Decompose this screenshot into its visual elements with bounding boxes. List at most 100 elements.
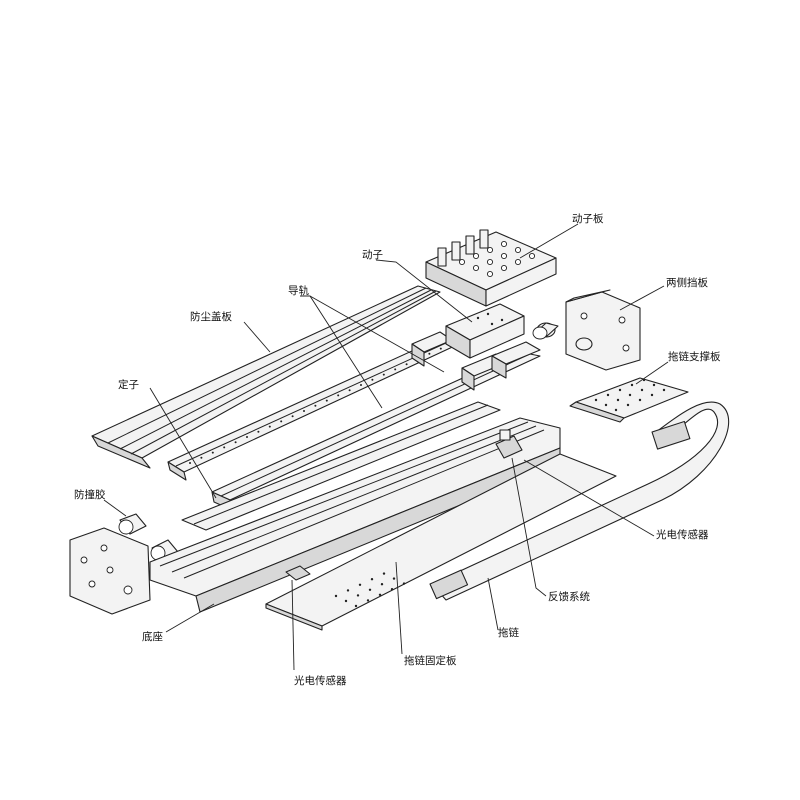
leader-chain-fixing bbox=[395, 561, 403, 655]
support-dot bbox=[626, 403, 630, 407]
stator-dot bbox=[325, 399, 328, 402]
fixing-dot bbox=[344, 599, 348, 603]
label-side-baffles: 两侧挡板 bbox=[666, 276, 708, 289]
stator-dot bbox=[303, 410, 305, 412]
label-photo-sensor-bottom: 光电传感器 bbox=[294, 674, 347, 687]
stator-dot bbox=[348, 389, 351, 392]
fixing-dot bbox=[402, 582, 406, 585]
support-dot bbox=[616, 398, 620, 402]
support-dot bbox=[630, 383, 634, 387]
leader-photo-sensor-bottom bbox=[291, 579, 295, 671]
plate-hole bbox=[458, 258, 466, 266]
support-dot bbox=[604, 403, 608, 407]
fixing-dot bbox=[358, 583, 362, 586]
support-dot bbox=[652, 383, 656, 387]
plate-hole bbox=[500, 252, 508, 260]
leader-mover bbox=[375, 259, 473, 323]
guide-rail-upper-part bbox=[211, 331, 541, 511]
side-baffle-left-part bbox=[69, 527, 151, 615]
label-chain-support-plate: 拖链支撑板 bbox=[668, 350, 721, 363]
stator-dot bbox=[223, 446, 226, 449]
stator-dot bbox=[280, 420, 283, 423]
label-guide-rail: 导轨 bbox=[288, 284, 309, 297]
plate-hole bbox=[486, 258, 494, 266]
leader-side-baffles bbox=[619, 285, 665, 311]
support-dot bbox=[618, 388, 622, 392]
leader-guide-rail-b bbox=[309, 295, 445, 373]
support-dot bbox=[640, 388, 644, 392]
stator-dot bbox=[291, 415, 294, 418]
stator-dot bbox=[394, 368, 397, 371]
label-feedback-system: 反馈系统 bbox=[548, 590, 590, 603]
support-dot bbox=[628, 393, 632, 397]
leader-bumper bbox=[103, 499, 127, 517]
leader-photo-sensor-right bbox=[523, 459, 655, 537]
plate-hole bbox=[514, 246, 522, 254]
plate-hole bbox=[486, 270, 494, 278]
label-mover-plate: 动子板 bbox=[572, 212, 604, 225]
stator-dot bbox=[360, 384, 362, 386]
fixing-dot bbox=[356, 594, 360, 597]
support-dot bbox=[638, 398, 642, 402]
stator-dot bbox=[428, 352, 431, 355]
label-dust-cover: 防尘盖板 bbox=[190, 310, 232, 323]
leader-dust-cover bbox=[243, 321, 271, 353]
leader-lines bbox=[103, 223, 669, 671]
stator-dot bbox=[189, 462, 191, 464]
stator-dot bbox=[257, 430, 260, 433]
fixing-dot bbox=[392, 577, 396, 580]
fixing-dot bbox=[378, 593, 382, 596]
fixing-dot bbox=[380, 583, 384, 586]
stator-dot bbox=[246, 436, 248, 438]
plate-hole bbox=[472, 252, 480, 260]
label-base: 底座 bbox=[142, 630, 163, 643]
label-drag-chain: 拖链 bbox=[498, 626, 519, 639]
mover-plate-part bbox=[425, 229, 557, 307]
label-mover: 动子 bbox=[362, 249, 383, 261]
stator-dot bbox=[211, 451, 214, 454]
support-dot bbox=[594, 398, 598, 402]
stator-dot bbox=[200, 456, 203, 459]
plate-hole bbox=[528, 252, 536, 260]
chain-fixing-plate-part bbox=[265, 453, 617, 631]
fixing-dot bbox=[370, 578, 374, 581]
label-stator: 定子 bbox=[118, 378, 139, 391]
fixing-dot bbox=[368, 588, 372, 591]
support-dot bbox=[606, 393, 610, 397]
plate-hole bbox=[514, 258, 522, 266]
plate-hole bbox=[486, 246, 494, 254]
support-dot bbox=[650, 393, 654, 397]
leader-base bbox=[165, 603, 215, 633]
stator-dot bbox=[405, 363, 408, 366]
base-part bbox=[149, 401, 561, 613]
plate-hole bbox=[500, 240, 508, 248]
leader-drag-chain bbox=[487, 577, 499, 631]
label-chain-fixing-plate: 拖链固定板 bbox=[404, 654, 457, 667]
plate-hole bbox=[472, 264, 480, 272]
drag-chain-part bbox=[429, 401, 730, 601]
fixing-dot bbox=[390, 588, 394, 591]
stator-dot bbox=[314, 404, 317, 407]
support-dot bbox=[662, 388, 666, 392]
stator-dot bbox=[382, 373, 385, 376]
leader-stator bbox=[149, 387, 217, 499]
label-photo-sensor-right: 光电传感器 bbox=[656, 528, 709, 541]
leader-feedback bbox=[511, 457, 547, 597]
stator-dot bbox=[439, 347, 442, 350]
fixing-dot bbox=[382, 572, 386, 575]
mover-part bbox=[445, 303, 525, 359]
plate-hole bbox=[500, 264, 508, 272]
stator-dot bbox=[268, 425, 271, 428]
label-bumper: 防撞胶 bbox=[74, 488, 106, 501]
stator-dot bbox=[234, 441, 237, 444]
fixing-dot bbox=[366, 599, 370, 602]
fixing-dot bbox=[354, 604, 358, 608]
stator-dot bbox=[337, 394, 340, 397]
leader-mover-plate bbox=[519, 223, 579, 259]
bumper-upper-part bbox=[532, 322, 559, 340]
leader-chain-support bbox=[635, 361, 669, 385]
stator-dot bbox=[371, 378, 374, 381]
dust-cover-part bbox=[91, 285, 441, 469]
